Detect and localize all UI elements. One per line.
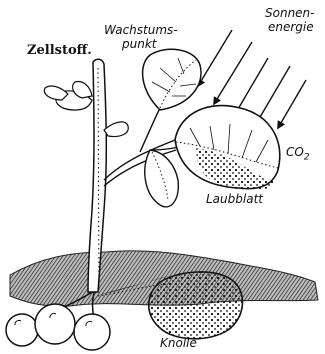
young-leaves-icon — [44, 82, 128, 137]
label-sonnenenergie-line2: energie — [268, 21, 314, 34]
old-tuber — [6, 314, 38, 346]
label-co2: CO2 — [286, 146, 310, 163]
label-wachstumspunkt-line1: Wachstums- — [104, 24, 178, 37]
label-co2-subscript: 2 — [304, 152, 310, 162]
label-co2-text: CO — [286, 145, 304, 159]
main-leaf-icon — [175, 106, 280, 190]
label-laubblatt: Laubblatt — [206, 193, 263, 206]
old-tuber — [74, 314, 110, 350]
old-tuber — [35, 304, 75, 344]
label-sonnenenergie-line1: Sonnen- — [265, 7, 315, 20]
sun-arrow-icon — [198, 30, 232, 86]
upper-leaf-icon — [143, 49, 201, 110]
sun-arrow-icon — [278, 80, 306, 128]
label-knolle: Knolle — [160, 337, 197, 350]
label-zellstoff: Zellstoff. — [27, 44, 92, 58]
label-wachstumspunkt-line2: punkt — [122, 38, 156, 51]
lower-leaf-icon — [145, 150, 179, 207]
